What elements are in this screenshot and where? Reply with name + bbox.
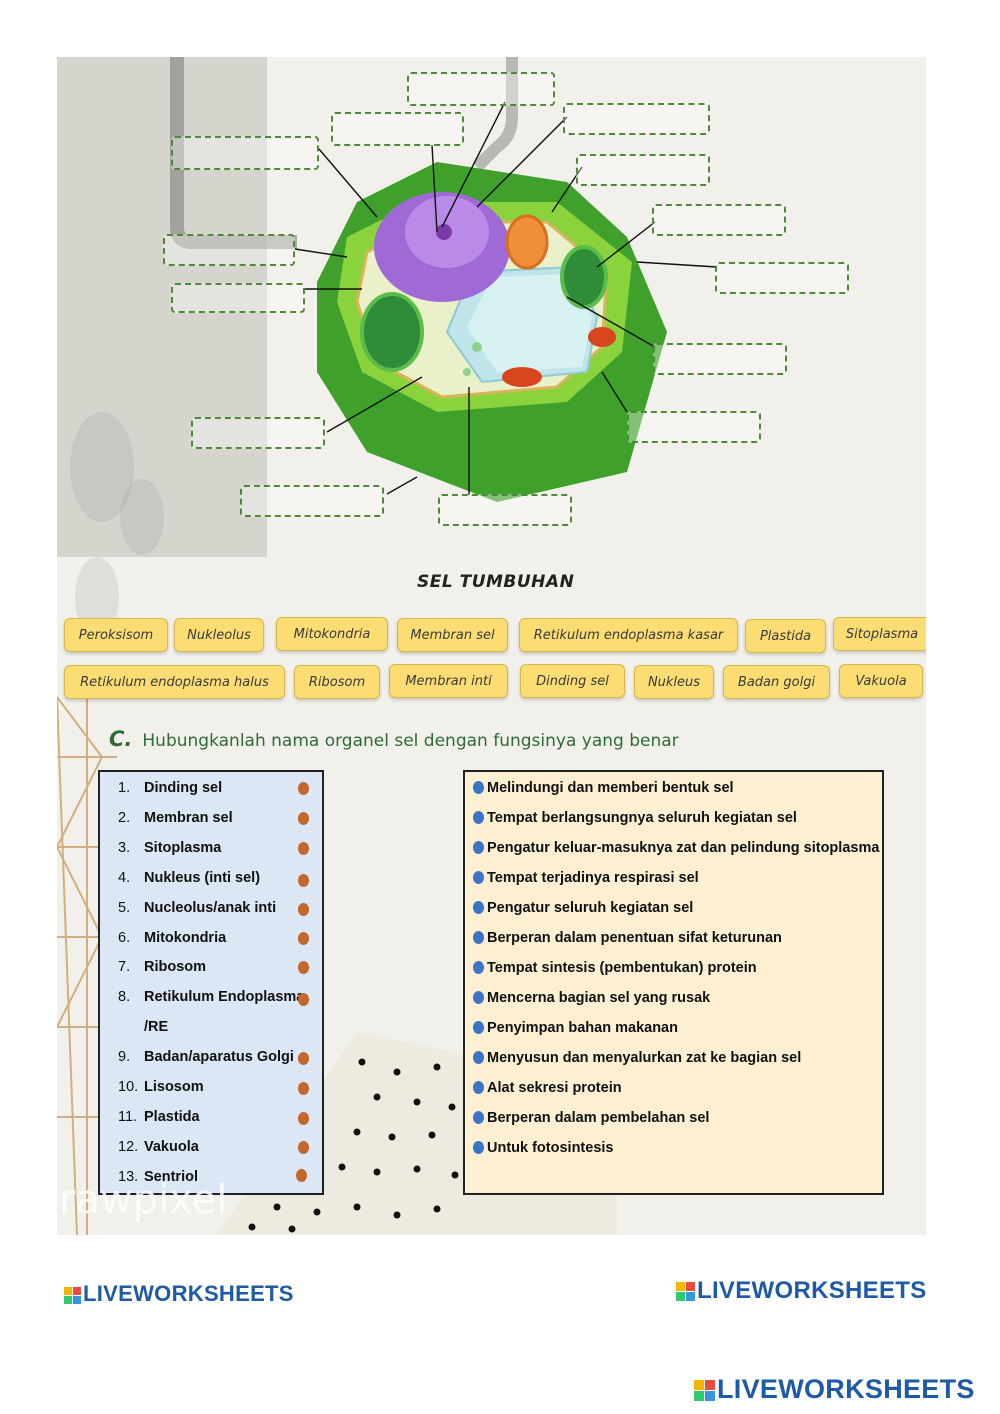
match-dot-right[interactable] xyxy=(473,841,484,854)
match-dot-right[interactable] xyxy=(473,961,484,974)
organelle-item: /RE xyxy=(144,1019,169,1035)
label-drop-box[interactable] xyxy=(191,417,325,449)
word-chip[interactable]: Peroksisom xyxy=(64,618,168,652)
organelle-list: 1.Dinding sel 2.Membran sel 3.Sitoplasma… xyxy=(98,770,324,1195)
match-dot-right[interactable] xyxy=(473,811,484,824)
organelle-item: 5.Nucleolus/anak inti xyxy=(118,900,277,916)
label-drop-box[interactable] xyxy=(653,343,787,375)
match-dot-left[interactable] xyxy=(298,1141,309,1154)
section-instruction: Hubungkanlah nama organel sel dengan fun… xyxy=(142,731,679,751)
label-drop-box[interactable] xyxy=(163,234,295,266)
label-drop-box[interactable] xyxy=(715,262,849,294)
organelle-item: 3.Sitoplasma xyxy=(118,840,222,856)
label-drop-box[interactable] xyxy=(407,72,555,106)
match-dot-left[interactable] xyxy=(298,993,309,1006)
match-dot-right[interactable] xyxy=(473,931,484,944)
label-drop-box[interactable] xyxy=(438,494,572,526)
word-chip[interactable]: Vakuola xyxy=(839,664,923,698)
organelle-item: 2.Membran sel xyxy=(118,810,233,826)
organelle-item: 10.Lisosom xyxy=(118,1079,204,1095)
organelle-item: 13.Sentriol xyxy=(118,1169,198,1185)
organelle-item: 8.Retikulum Endoplasma xyxy=(118,989,305,1005)
word-chip[interactable]: Sitoplasma xyxy=(833,617,926,651)
logo-icon xyxy=(694,1380,715,1402)
match-dot-right[interactable] xyxy=(473,1051,484,1064)
match-dot-right[interactable] xyxy=(473,901,484,914)
function-item: Melindungi dan memberi bentuk sel xyxy=(473,780,734,796)
match-dot-right[interactable] xyxy=(473,871,484,884)
function-item: Untuk fotosintesis xyxy=(473,1140,613,1156)
organelle-item: 11.Plastida xyxy=(118,1109,200,1125)
label-drop-box[interactable] xyxy=(652,204,786,236)
match-dot-left[interactable] xyxy=(296,1169,307,1182)
match-dot-right[interactable] xyxy=(473,1111,484,1124)
match-dot-left[interactable] xyxy=(298,842,309,855)
liveworksheets-logo: LIVEWORKSHEETS xyxy=(676,1277,927,1305)
watermark: rawpixel xyxy=(59,1177,228,1223)
match-dot-right[interactable] xyxy=(473,1021,484,1034)
match-dot-right[interactable] xyxy=(473,781,484,794)
function-item: Tempat sintesis (pembentukan) protein xyxy=(473,960,757,976)
organelle-item: 9.Badan/aparatus Golgi xyxy=(118,1049,294,1065)
match-dot-left[interactable] xyxy=(298,903,309,916)
match-dot-left[interactable] xyxy=(298,932,309,945)
organelle-item: 7.Ribosom xyxy=(118,959,207,975)
word-chip[interactable]: Ribosom xyxy=(294,665,380,699)
label-drop-box[interactable] xyxy=(627,411,761,443)
function-item: Berperan dalam penentuan sifat keturunan xyxy=(473,930,782,946)
function-item: Tempat terjadinya respirasi sel xyxy=(473,870,699,886)
logo-icon xyxy=(676,1282,695,1302)
match-dot-left[interactable] xyxy=(298,874,309,887)
function-item: Pengatur keluar-masuknya zat dan pelindu… xyxy=(473,840,879,856)
section-c-heading: C. Hubungkanlah nama organel sel dengan f… xyxy=(109,727,679,751)
label-drop-box[interactable] xyxy=(331,112,464,146)
match-dot-left[interactable] xyxy=(298,1112,309,1125)
match-dot-right[interactable] xyxy=(473,1141,484,1154)
function-item: Pengatur seluruh kegiatan sel xyxy=(473,900,693,916)
match-dot-left[interactable] xyxy=(298,812,309,825)
label-lines xyxy=(294,101,718,495)
word-chip[interactable]: Retikulum endoplasma halus xyxy=(64,665,285,699)
word-chip[interactable]: Nukleus xyxy=(634,665,714,699)
label-drop-box[interactable] xyxy=(171,136,319,170)
diagram-title: SEL TUMBUHAN xyxy=(417,572,575,592)
word-chip[interactable]: Membran sel xyxy=(397,618,508,652)
label-drop-box[interactable] xyxy=(240,485,384,517)
function-item: Berperan dalam pembelahan sel xyxy=(473,1110,709,1126)
match-dot-left[interactable] xyxy=(298,961,309,974)
word-chip[interactable]: Nukleolus xyxy=(174,618,264,652)
logo-icon xyxy=(64,1286,81,1304)
word-chip[interactable]: Retikulum endoplasma kasar xyxy=(519,618,738,652)
worksheet-page: SEL TUMBUHAN Peroksisom Nukleolus Mitoko… xyxy=(57,57,926,1235)
plant-cell-illustration xyxy=(317,162,667,502)
section-letter: C. xyxy=(109,727,133,751)
function-item: Menyusun dan menyalurkan zat ke bagian s… xyxy=(473,1050,801,1066)
liveworksheets-logo: LIVEWORKSHEETS xyxy=(694,1374,975,1405)
label-drop-box[interactable] xyxy=(576,154,710,186)
match-dot-right[interactable] xyxy=(473,1081,484,1094)
function-item: Mencerna bagian sel yang rusak xyxy=(473,990,710,1006)
liveworksheets-logo: LIVEWORKSHEETS xyxy=(64,1281,294,1307)
function-list: Melindungi dan memberi bentuk sel Tempat… xyxy=(463,770,884,1195)
match-dot-left[interactable] xyxy=(298,1082,309,1095)
organelle-item: 6.Mitokondria xyxy=(118,930,227,946)
function-item: Tempat berlangsungnya seluruh kegiatan s… xyxy=(473,810,797,826)
word-chip[interactable]: Dinding sel xyxy=(520,664,625,698)
organelle-item: 12.Vakuola xyxy=(118,1139,199,1155)
match-dot-left[interactable] xyxy=(298,1052,309,1065)
word-chip[interactable]: Membran inti xyxy=(389,664,508,698)
organelle-item: 1.Dinding sel xyxy=(118,780,223,796)
word-chip[interactable]: Mitokondria xyxy=(276,617,388,651)
match-dot-right[interactable] xyxy=(473,991,484,1004)
function-item: Penyimpan bahan makanan xyxy=(473,1020,678,1036)
label-drop-box[interactable] xyxy=(563,103,710,135)
word-chip[interactable]: Badan golgi xyxy=(723,665,830,699)
label-drop-box[interactable] xyxy=(171,283,305,313)
organelle-item: 4.Nukleus (inti sel) xyxy=(118,870,261,886)
match-dot-left[interactable] xyxy=(298,782,309,795)
word-chip[interactable]: Plastida xyxy=(745,619,826,653)
function-item: Alat sekresi protein xyxy=(473,1080,622,1096)
